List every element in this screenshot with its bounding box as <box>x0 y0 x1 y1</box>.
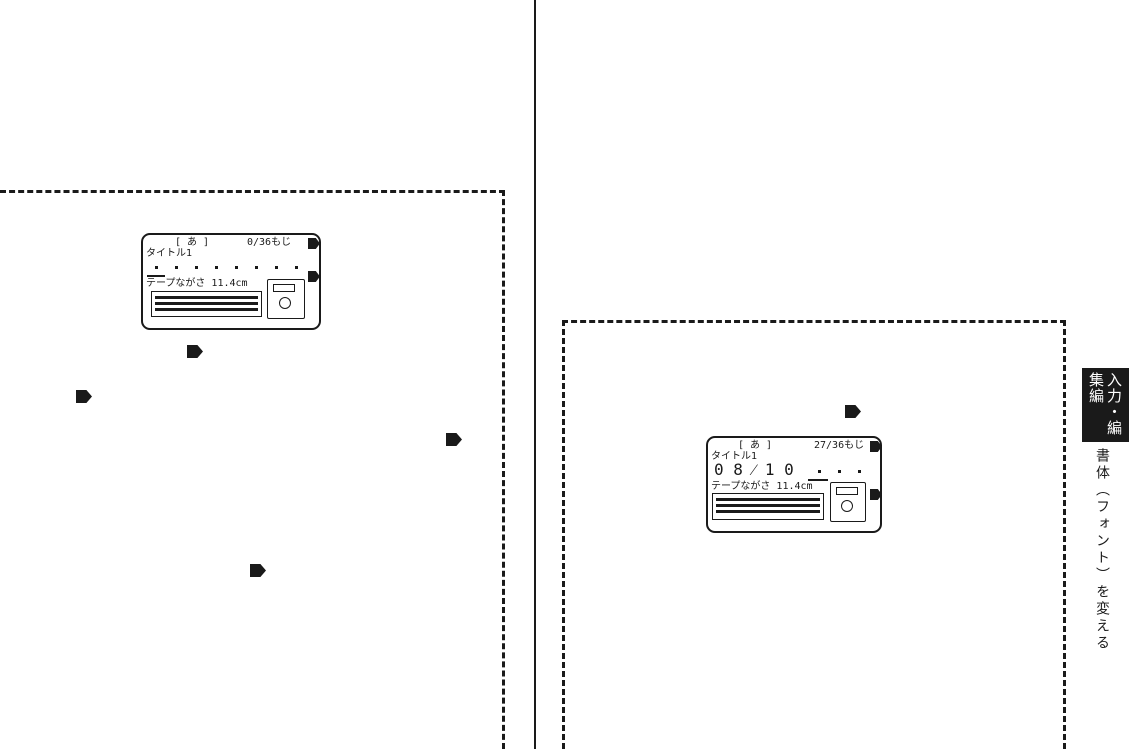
lcd-dot <box>838 470 841 473</box>
arrow-right-icon <box>250 564 266 577</box>
section-tab: 入力・編集編 <box>1082 368 1129 442</box>
lcd-char-count: 27/36もじ <box>814 440 865 451</box>
arrow-right-icon <box>845 405 861 418</box>
lcd-dot <box>175 266 178 269</box>
lcd-title: タイトル1 <box>146 248 193 259</box>
lcd-tape-length: テープながさ 11.4cm <box>146 278 248 289</box>
lcd-cursor <box>147 275 165 277</box>
lcd-char-count: 0/36もじ <box>247 237 292 248</box>
arrow-right-icon <box>446 433 462 446</box>
lcd-entry-text: 0 8 ⁄ 1 0 <box>714 460 794 479</box>
cartridge-icon <box>267 279 305 319</box>
lcd-screen-right: [ あ ] 27/36もじ タイトル1 0 8 ⁄ 1 0 テープながさ 11.… <box>706 436 882 533</box>
arrow-right-icon <box>308 238 320 249</box>
arrow-right-icon <box>870 441 882 452</box>
tape-bar-icon <box>151 291 262 317</box>
lcd-dot <box>215 266 218 269</box>
page-divider <box>534 0 536 749</box>
cartridge-icon <box>830 482 866 522</box>
arrow-right-icon <box>308 271 320 282</box>
lcd-dot <box>858 470 861 473</box>
arrow-right-icon <box>76 390 92 403</box>
lcd-dot <box>275 266 278 269</box>
lcd-mode: [ あ ] <box>175 237 210 248</box>
lcd-dot <box>195 266 198 269</box>
instruction-box-left <box>0 190 505 749</box>
lcd-dot <box>255 266 258 269</box>
tape-bar-icon <box>712 493 824 520</box>
lcd-tape-length: テープながさ 11.4cm <box>711 481 813 492</box>
lcd-dot <box>295 266 298 269</box>
lcd-cursor <box>808 479 828 481</box>
lcd-dot <box>155 266 158 269</box>
lcd-title: タイトル1 <box>711 451 758 462</box>
topic-heading: 書体（フォント）を変える <box>1094 448 1110 652</box>
lcd-screen-left: [ あ ] 0/36もじ タイトル1 テープながさ 11.4cm <box>141 233 321 330</box>
arrow-right-icon <box>870 489 882 500</box>
lcd-mode: [ あ ] <box>738 440 773 451</box>
lcd-dot <box>235 266 238 269</box>
lcd-dot <box>818 470 821 473</box>
instruction-box-right <box>562 320 1066 749</box>
arrow-right-icon <box>187 345 203 358</box>
